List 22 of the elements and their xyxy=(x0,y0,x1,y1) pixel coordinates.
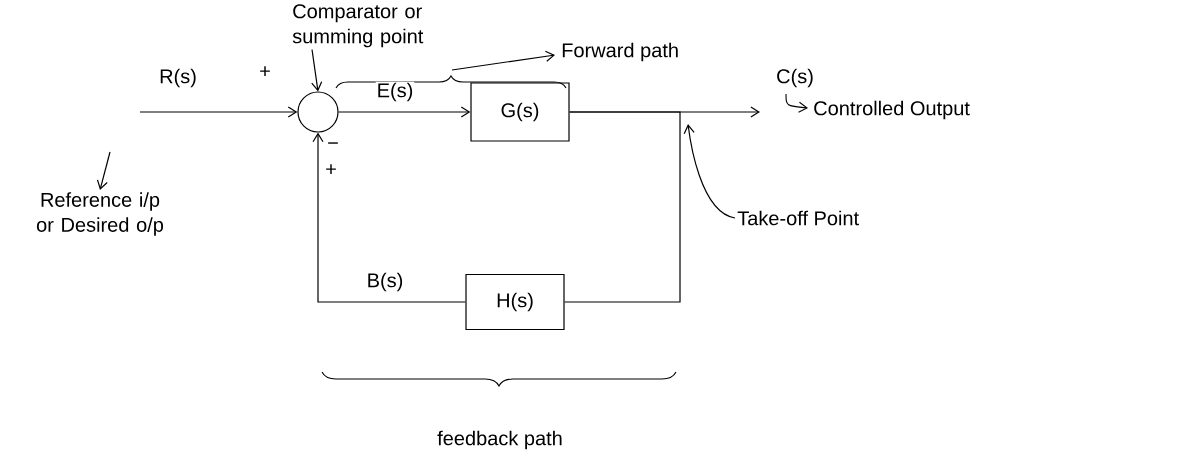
minus-sign: − xyxy=(328,142,338,144)
feedback-line xyxy=(564,111,681,303)
summing-junction-circle xyxy=(297,91,339,133)
transfer-function-box: H(s) xyxy=(465,273,565,331)
edge-label: R(s) xyxy=(158,67,198,89)
edge-label: E(s) xyxy=(375,81,415,103)
leader-line xyxy=(683,124,736,219)
edge-label: B(s) xyxy=(365,271,405,293)
input-arrow xyxy=(139,106,298,118)
feedback-arrow xyxy=(312,132,466,303)
annotation-text: Reference i/p or Desired o/p xyxy=(36,192,164,236)
edge-label: C(s) xyxy=(775,67,815,89)
annotation-text: Comparator or summing point xyxy=(292,4,424,48)
plus-sign: + xyxy=(326,164,336,174)
signal-arrow xyxy=(338,106,471,118)
annotation-text: Take-off Point xyxy=(737,210,859,226)
annotation-text: Forward path xyxy=(562,42,678,62)
plus-sign: + xyxy=(260,66,270,76)
transfer-function-box: G(s) xyxy=(470,82,570,142)
annotation-text: feedback path xyxy=(437,430,562,450)
annotation-text: Controlled Output xyxy=(814,100,970,120)
leader-line xyxy=(96,151,111,190)
